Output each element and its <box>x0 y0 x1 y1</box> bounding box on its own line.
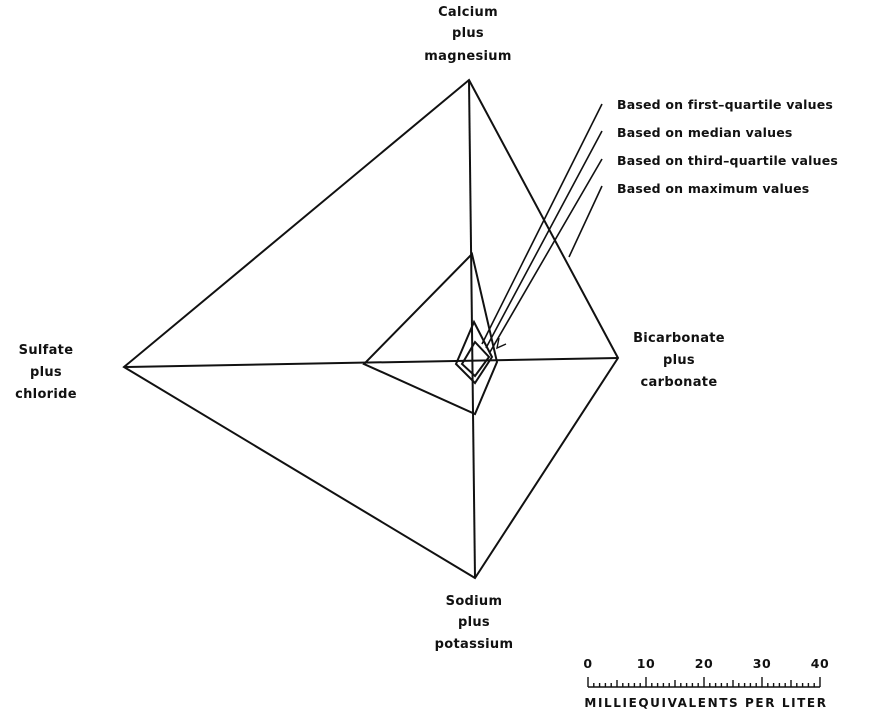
axis-label-left: Sulfate plus chloride <box>15 343 77 402</box>
leader-median <box>485 130 603 349</box>
scale-tick-label-10: 10 <box>637 656 655 671</box>
horizontal-axis-line <box>123 357 619 368</box>
axis-label-top-line-1: Calcium <box>438 5 498 20</box>
axis-label-right-line-1: Bicarbonate <box>633 331 725 346</box>
maximum-values-polygon <box>122 78 620 580</box>
axis-label-bottom-line-2: plus <box>458 615 490 630</box>
legend: Based on first–quartile values Based on … <box>617 97 838 196</box>
axis-label-left-line-1: Sulfate <box>19 343 74 358</box>
leader-first-quartile <box>481 103 603 345</box>
scale-bar: 0 10 20 30 40 MILLIEQUIVALENTS PER LITER <box>583 656 829 710</box>
legend-item-median: Based on median values <box>617 125 793 140</box>
axis-label-bottom: Sodium plus potassium <box>435 594 514 652</box>
scale-tick-label-40: 40 <box>811 656 829 671</box>
third-quartile-polygon <box>362 251 499 416</box>
first-quartile-polygon <box>460 340 491 378</box>
axis-label-left-line-2: plus <box>30 365 62 380</box>
scale-title: MILLIEQUIVALENTS PER LITER <box>584 696 827 710</box>
scale-tick-label-0: 0 <box>583 656 592 671</box>
axis-label-bottom-line-1: Sodium <box>446 594 503 609</box>
axis-label-top-line-2: plus <box>452 26 484 41</box>
leader-lines <box>481 103 603 353</box>
axis-lines <box>123 79 619 579</box>
axis-label-right: Bicarbonate plus carbonate <box>633 331 725 390</box>
scale-tick-label-30: 30 <box>753 656 771 671</box>
legend-item-maximum: Based on maximum values <box>617 181 809 196</box>
legend-item-first-quartile: Based on first–quartile values <box>617 97 833 112</box>
median-polygon <box>454 319 494 385</box>
legend-item-third-quartile: Based on third–quartile values <box>617 153 838 168</box>
axis-label-right-line-2: plus <box>663 353 695 368</box>
scale-ticks <box>587 677 821 687</box>
leader-third-quartile <box>489 158 603 353</box>
scale-tick-label-20: 20 <box>695 656 713 671</box>
leader-maximum <box>568 185 603 258</box>
axis-label-top-line-3: magnesium <box>424 49 511 64</box>
axis-label-left-line-3: chloride <box>15 387 77 402</box>
axis-label-right-line-3: carbonate <box>641 375 718 390</box>
quadrilaterals <box>122 78 620 580</box>
axis-label-bottom-line-3: potassium <box>435 637 514 652</box>
leader-arrowhead <box>496 337 507 350</box>
axis-label-top: Calcium plus magnesium <box>424 5 511 64</box>
